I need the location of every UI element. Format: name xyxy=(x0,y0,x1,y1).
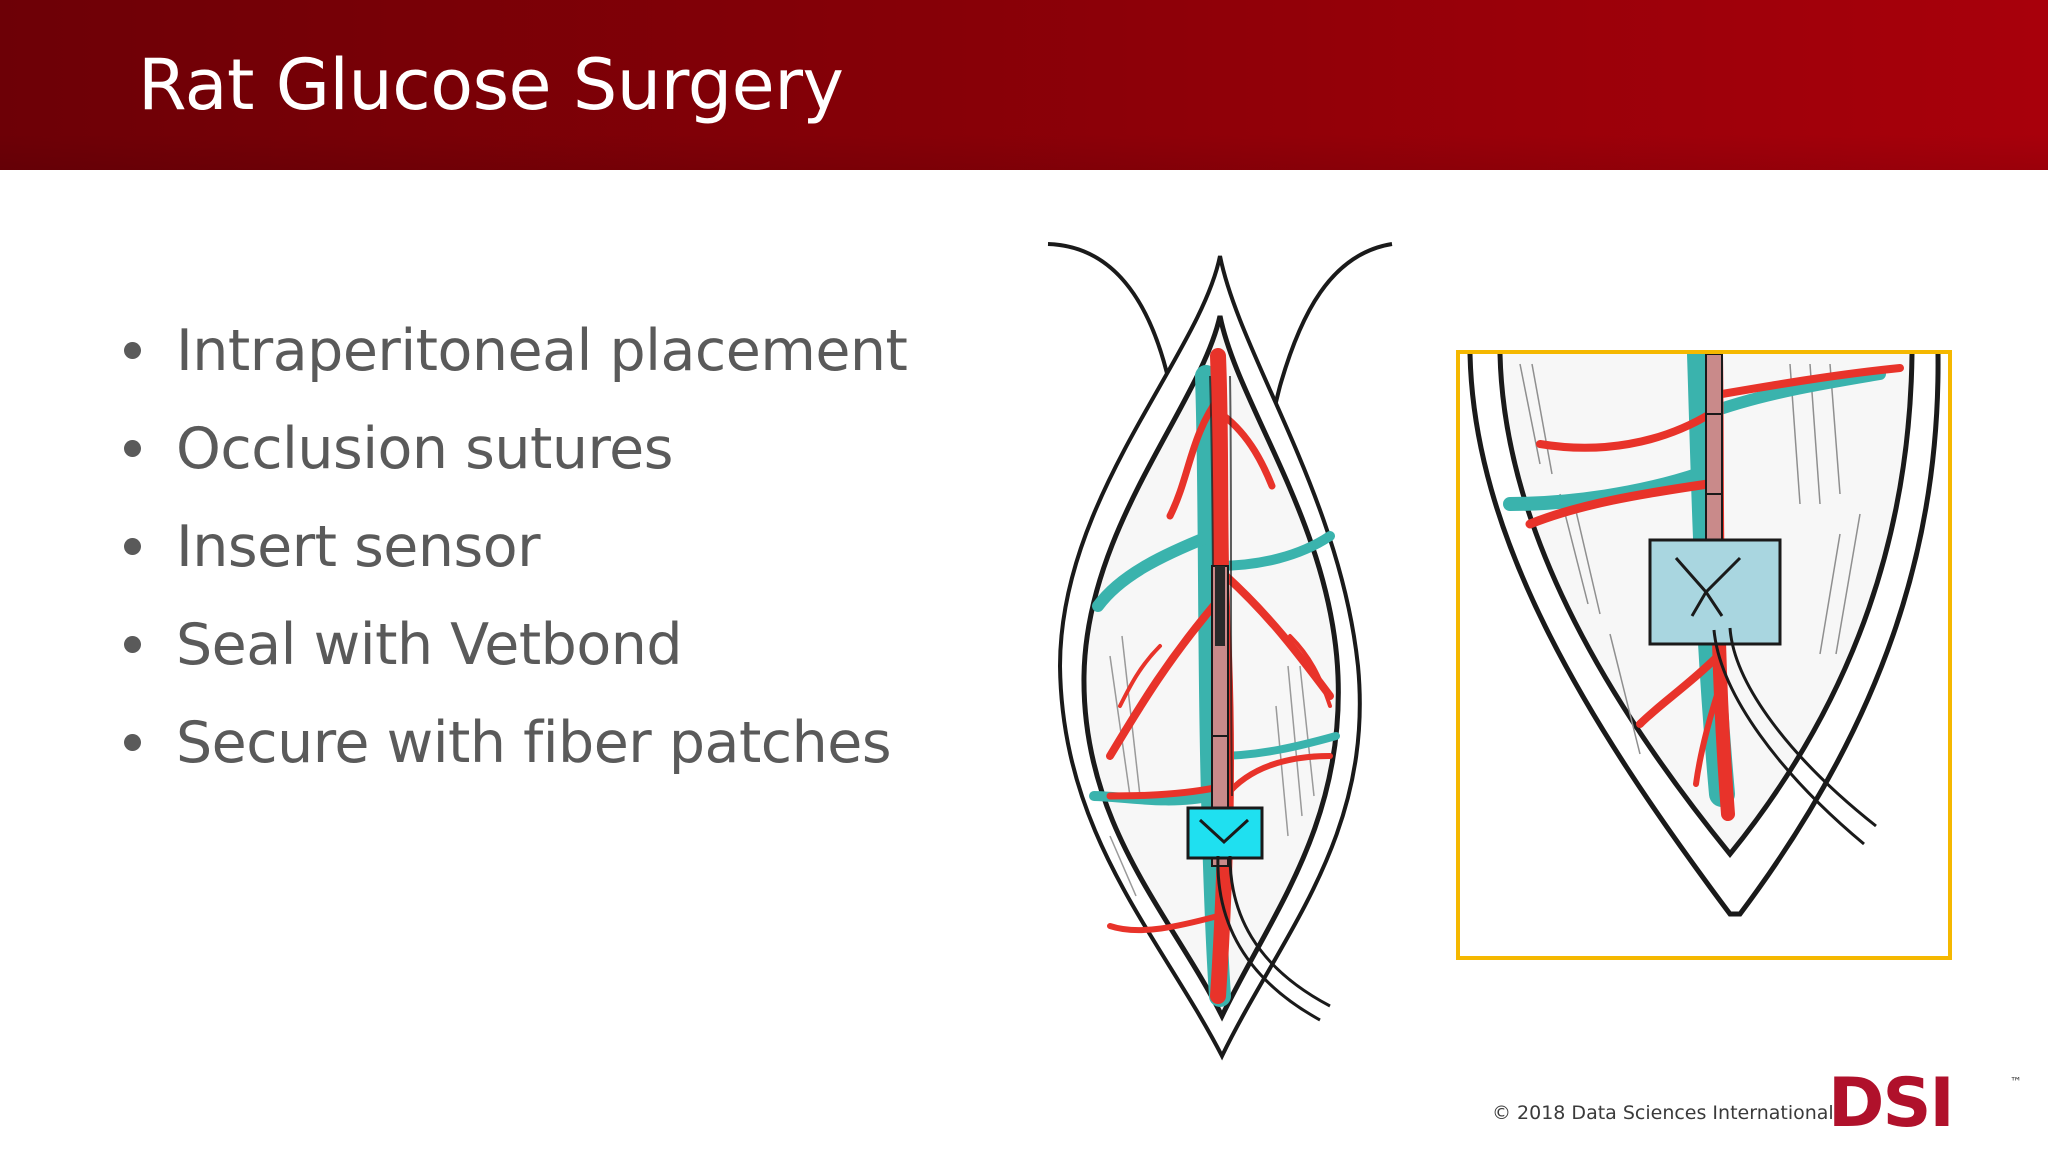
title-bar: Rat Glucose Surgery xyxy=(0,0,2048,170)
bullet-text: Intraperitoneal placement xyxy=(176,318,908,384)
dsi-logo-icon: DSI ™ xyxy=(1828,1070,2022,1132)
bullet-dot-icon xyxy=(124,636,141,653)
copyright-text: © 2018 Data Sciences International xyxy=(1492,1102,1834,1124)
bullet-dot-icon xyxy=(124,734,141,751)
bullet-item: Seal with Vetbond xyxy=(122,600,907,698)
bullet-item: Intraperitoneal placement xyxy=(122,306,908,404)
bullet-text: Seal with Vetbond xyxy=(176,612,683,678)
bullet-dot-icon xyxy=(124,342,141,359)
bullet-list: Intraperitoneal placement Occlusion sutu… xyxy=(122,306,908,796)
slide-title: Rat Glucose Surgery xyxy=(138,44,844,126)
bullet-dot-icon xyxy=(124,440,141,457)
bullet-item: Occlusion sutures xyxy=(122,404,907,502)
bullet-text: Occlusion sutures xyxy=(176,416,673,482)
bullet-text: Secure with fiber patches xyxy=(176,710,892,776)
zoom-illustration xyxy=(1467,354,1941,917)
logo-text: DSI xyxy=(1828,1070,1953,1132)
bullet-dot-icon xyxy=(124,538,141,555)
zoom-inset xyxy=(1456,350,1952,960)
bullet-item: Insert sensor xyxy=(122,502,907,600)
trademark-mark: ™ xyxy=(2010,1075,2022,1089)
bullet-text: Insert sensor xyxy=(176,514,541,580)
bullet-item: Secure with fiber patches xyxy=(122,698,907,796)
surgery-illustration xyxy=(1047,242,1393,1061)
